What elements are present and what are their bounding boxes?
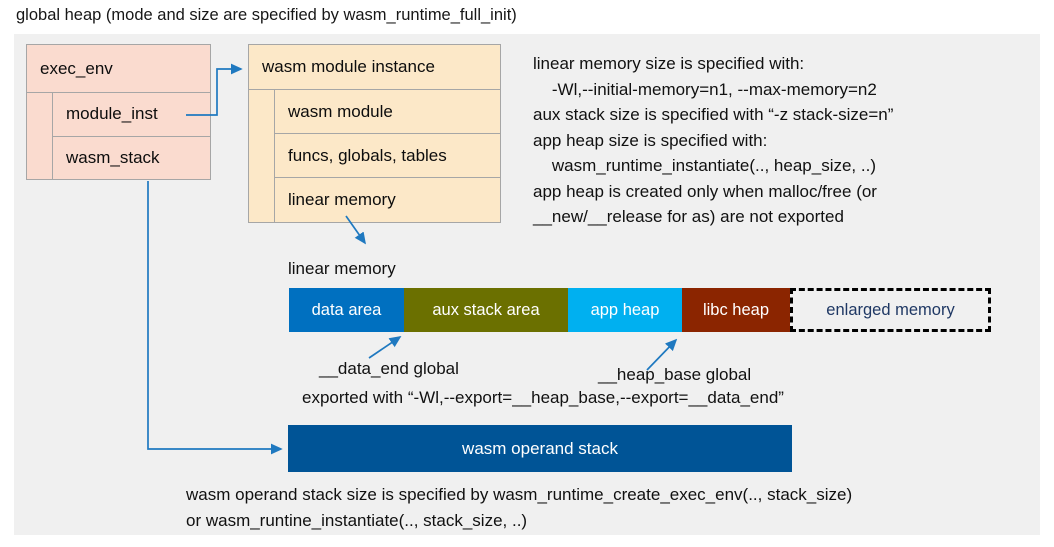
exec-env-box: exec_env module_inst wasm_stack: [26, 44, 211, 180]
wasm-operand-stack-bar: wasm operand stack: [288, 425, 792, 472]
module-instance-header: wasm module instance: [249, 45, 500, 90]
module-instance-field-wasm-module: wasm module: [275, 90, 500, 134]
exec-env-rows: module_inst wasm_stack: [53, 93, 210, 180]
page-title: global heap (mode and size are specified…: [16, 6, 517, 24]
linear-memory-caption: linear memory: [288, 259, 396, 278]
exec-env-field-wasm-stack: wasm_stack: [66, 148, 160, 168]
exec-env-header: exec_env: [27, 45, 210, 93]
memory-config-notes: linear memory size is specified with: -W…: [533, 54, 894, 226]
memory-segment-aux-stack-area: aux stack area: [404, 288, 568, 332]
memory-segment-libc-heap: libc heap: [682, 288, 790, 332]
memory-segment-enlarged-memory: enlarged memory: [790, 288, 991, 332]
wasm-module-instance-box: wasm module instance wasm module funcs, …: [248, 44, 501, 223]
module-instance-rows: wasm module funcs, globals, tables linea…: [275, 90, 500, 222]
module-instance-field-linear-memory: linear memory: [288, 190, 396, 209]
heap-base-annotation: __heap_base global: [598, 365, 752, 384]
memory-segment-app-heap: app heap: [568, 288, 682, 332]
module-instance-field-funcs-globals-tables: funcs, globals, tables: [275, 134, 500, 178]
exec-env-gutter: [27, 93, 53, 180]
operand-stack-notes: wasm operand stack size is specified by …: [186, 485, 853, 530]
memory-segment-data-area: data area: [289, 288, 404, 332]
module-instance-gutter: [249, 90, 275, 222]
exported-with-annotation: exported with “-Wl,--export=__heap_base,…: [302, 388, 784, 407]
exec-env-body: module_inst wasm_stack: [27, 93, 210, 180]
exec-env-field-module-inst: module_inst: [53, 93, 210, 137]
module-instance-body: wasm module funcs, globals, tables linea…: [249, 90, 500, 222]
data-end-annotation: __data_end global: [319, 359, 459, 378]
